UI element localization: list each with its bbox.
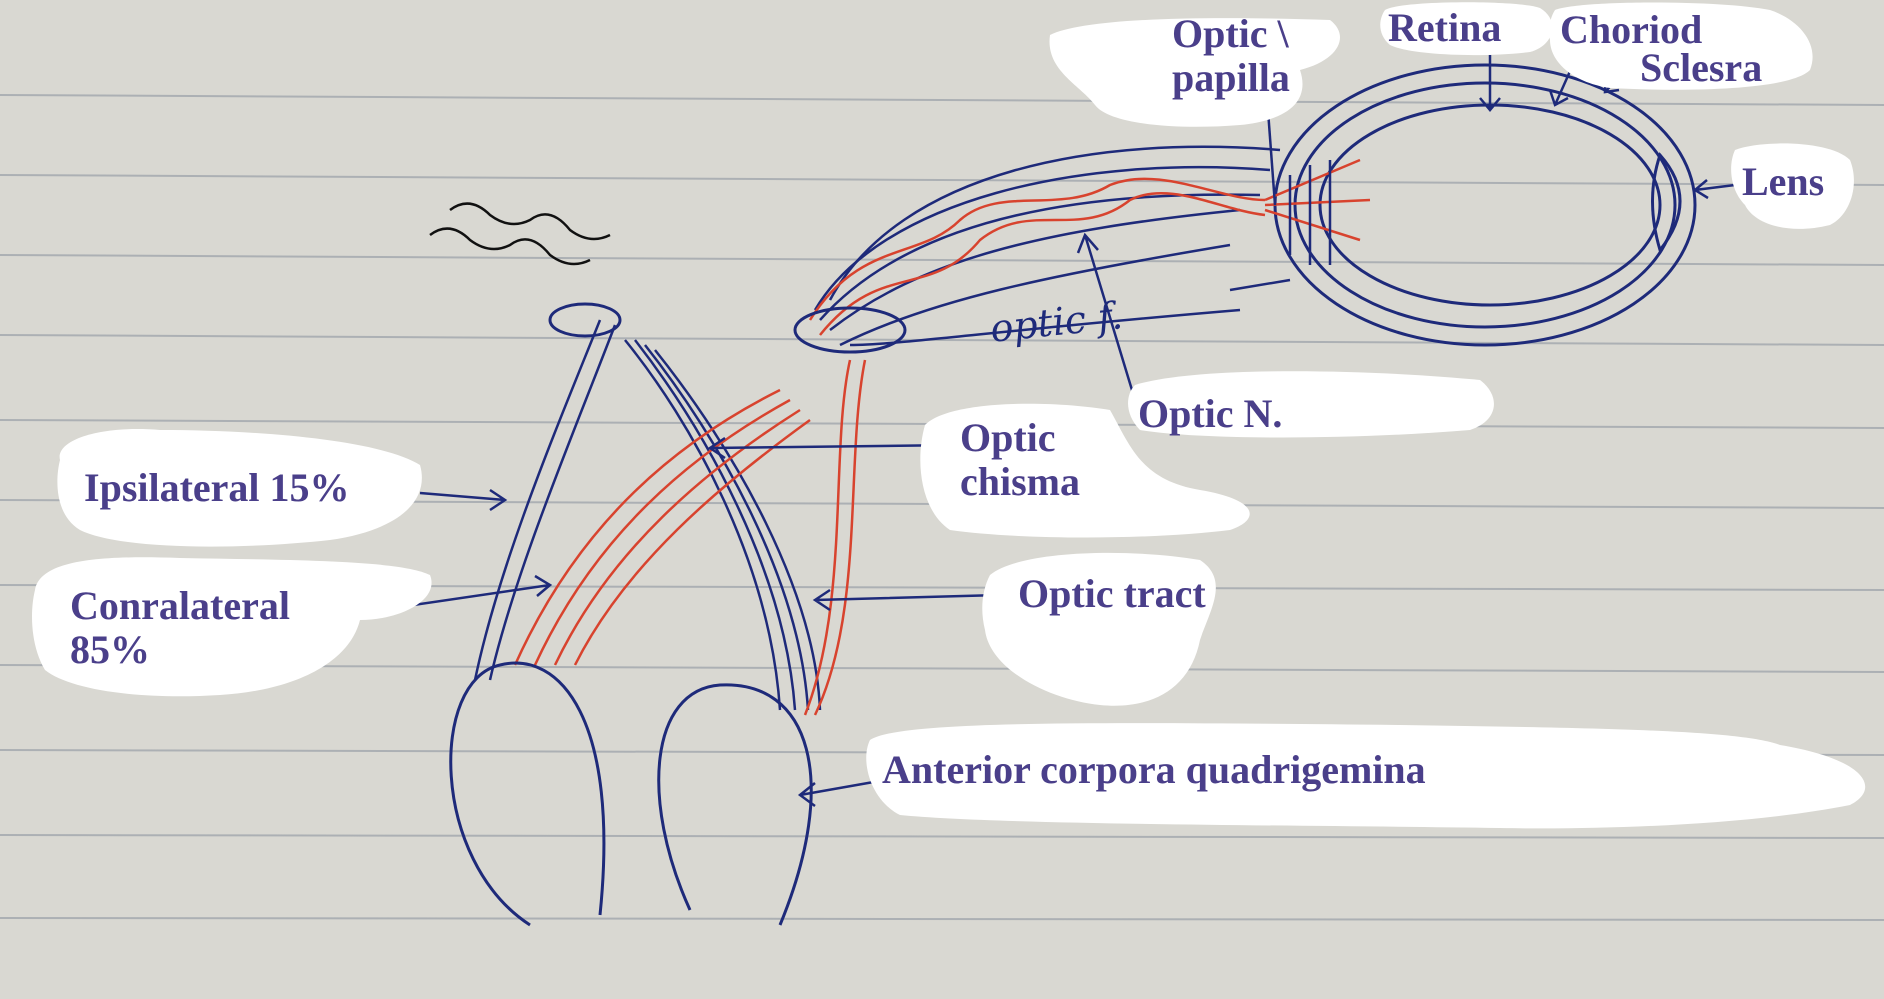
label-optic-chisma-line1: Optic <box>960 416 1080 460</box>
label-optic-chisma: Optic chisma <box>960 416 1080 504</box>
label-optic-tract: Optic tract <box>1018 572 1206 616</box>
label-optic-papilla-line2: papilla <box>1172 56 1290 100</box>
label-sclesra: Sclesra <box>1640 46 1762 90</box>
label-optic-chisma-line2: chisma <box>960 460 1080 504</box>
label-anterior-corpora-quadrigemina: Anterior corpora quadrigemina <box>882 748 1426 792</box>
label-ipsilateral: Ipsilateral 15% <box>84 466 350 510</box>
label-retina: Retina <box>1388 6 1501 50</box>
label-conralateral-line2: 85% <box>70 628 290 672</box>
label-optic-n: Optic N. <box>1138 392 1282 436</box>
label-optic-papilla: Optic \ papilla <box>1172 12 1290 100</box>
label-optic-papilla-line1: Optic \ <box>1172 12 1290 56</box>
label-lens: Lens <box>1742 160 1824 204</box>
label-conralateral-line1: Conralateral <box>70 584 290 628</box>
label-conralateral: Conralateral 85% <box>70 584 290 672</box>
